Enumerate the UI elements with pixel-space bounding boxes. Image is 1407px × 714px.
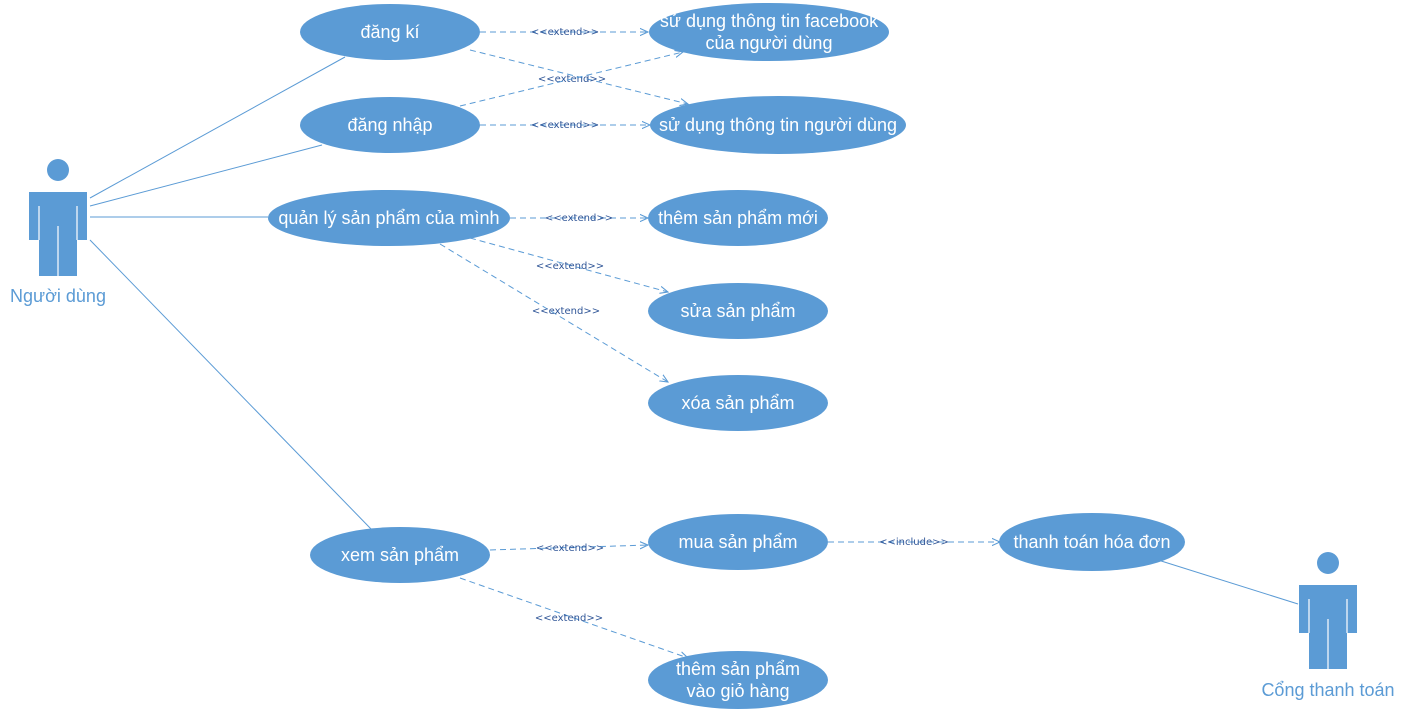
stereotype-label: <<extend>> <box>535 613 603 624</box>
use-case-label: đăng nhập <box>347 115 432 135</box>
use-case-label: đăng kí <box>360 22 419 42</box>
use-case-label: của người dùng <box>706 33 833 53</box>
actor-label: Người dùng <box>10 286 106 306</box>
use-case-ellipse <box>650 96 906 154</box>
use-case-label: sử dụng thông tin người dùng <box>659 115 897 135</box>
stereotype-label: <<extend>> <box>536 261 604 272</box>
use-case-pay-invoice: thanh toán hóa đơn <box>999 513 1185 571</box>
use-case-buy-product: mua sản phẩm <box>648 514 828 570</box>
use-case-ellipse <box>310 527 490 583</box>
use-case-ellipse <box>648 375 828 431</box>
use-case-edit-product: sửa sản phẩm <box>648 283 828 339</box>
use-case-label: thêm sản phẩm mới <box>658 208 818 228</box>
connector-layer: <<extend>> <<extend>> <<extend>> <<extend>>… <box>89 27 1299 658</box>
use-case-login: đăng nhập <box>300 97 480 153</box>
use-case-ellipse <box>300 4 480 60</box>
stick-figure-icon <box>29 159 87 276</box>
stereotype-label: <<extend>> <box>536 543 604 554</box>
dependency-login-fb-info <box>459 52 683 107</box>
use-case-add-product: thêm sản phẩm mới <box>648 190 828 246</box>
use-case-label: mua sản phẩm <box>678 532 797 552</box>
use-case-label: thanh toán hóa đơn <box>1014 532 1171 552</box>
use-case-ellipse <box>648 283 828 339</box>
actor-user: Người dùng <box>10 159 106 306</box>
stereotype-label: <<extend>> <box>531 27 599 38</box>
use-case-label: thêm sản phẩm <box>676 659 800 679</box>
shape-layer: đăng kí đăng nhập sử dụng thông tin facebo… <box>10 3 1395 709</box>
use-case-view-products: xem sản phẩm <box>310 527 490 583</box>
association-payment-pay-invoice <box>1157 559 1299 605</box>
use-case-label: sử dụng thông tin facebook <box>660 11 879 31</box>
association-user-view-products <box>89 239 373 531</box>
stereotype-label: <<extend>> <box>532 306 600 317</box>
use-case-register: đăng kí <box>300 4 480 60</box>
use-case-label: quản lý sản phẩm của mình <box>278 208 499 228</box>
use-case-ellipse <box>648 190 828 246</box>
actor-label: Cổng thanh toán <box>1261 680 1394 700</box>
use-case-label: xóa sản phẩm <box>681 393 794 413</box>
dependency-view-products-add-to-cart <box>459 577 688 658</box>
use-case-ellipse <box>648 514 828 570</box>
stereotype-label: <<extend>> <box>545 213 613 224</box>
stereotype-label: <<extend>> <box>538 74 606 85</box>
use-case-ellipse <box>648 651 828 709</box>
use-case-ellipse <box>649 3 889 61</box>
use-case-label: xem sản phẩm <box>341 545 459 565</box>
stereotype-label: <<extend>> <box>531 120 599 131</box>
stick-figure-icon <box>1299 552 1357 669</box>
use-case-ellipse <box>300 97 480 153</box>
use-case-label: sửa sản phẩm <box>680 301 795 321</box>
use-case-ellipse <box>268 190 510 246</box>
use-case-user-info: sử dụng thông tin người dùng <box>650 96 906 154</box>
association-user-login <box>89 144 323 207</box>
dependency-view-products-buy-product <box>489 545 648 551</box>
stereotype-label: <<include>> <box>879 537 949 548</box>
use-case-label: vào giỏ hàng <box>686 681 789 701</box>
use-case-manage-products: quản lý sản phẩm của mình <box>268 190 510 246</box>
association-user-register <box>89 56 346 199</box>
dependency-manage-products-edit-product <box>469 237 668 292</box>
use-case-ellipse <box>999 513 1185 571</box>
actor-payment: Cổng thanh toán <box>1261 552 1395 700</box>
dependency-manage-products-delete-product <box>439 243 668 382</box>
use-case-delete-product: xóa sản phẩm <box>648 375 828 431</box>
